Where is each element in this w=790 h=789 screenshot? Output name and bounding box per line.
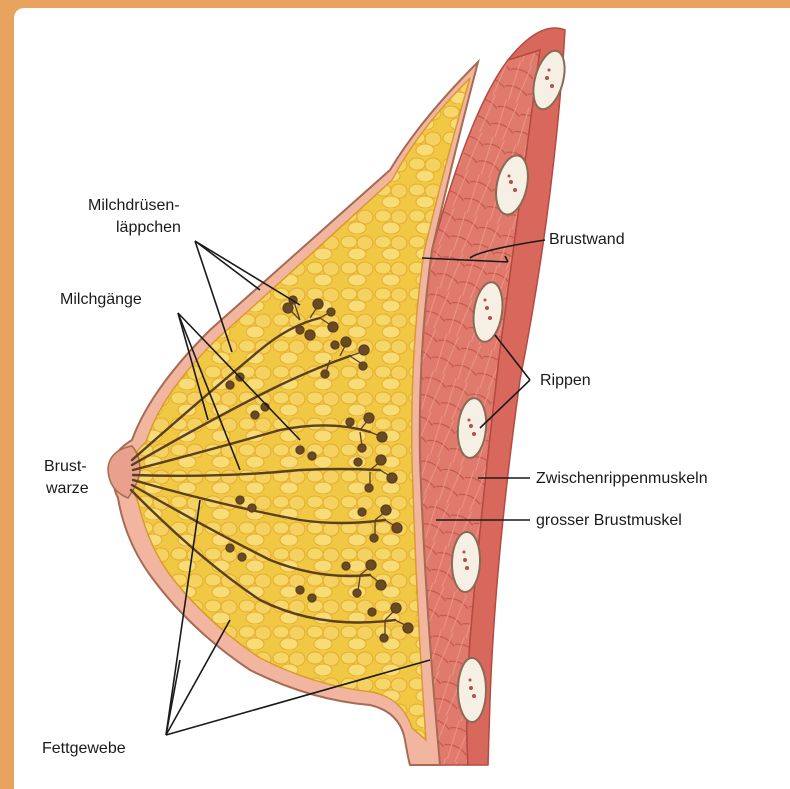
label-brustwarze-line2: warze xyxy=(46,478,89,499)
label-milchgaenge: Milchgänge xyxy=(60,289,142,310)
label-fettgewebe: Fettgewebe xyxy=(42,738,126,759)
label-brustwand: Brustwand xyxy=(549,229,625,250)
label-milchdruesen-line1: Milchdrüsen- xyxy=(88,195,180,216)
label-grosser-brustmuskel: grosser Brustmuskel xyxy=(536,510,682,531)
label-zwischenrippenmuskeln: Zwischenrippenmuskeln xyxy=(536,468,708,489)
label-brustwarze-line1: Brust- xyxy=(44,456,87,477)
label-rippen: Rippen xyxy=(540,370,591,391)
label-milchdruesen-line2: läppchen xyxy=(116,217,181,238)
